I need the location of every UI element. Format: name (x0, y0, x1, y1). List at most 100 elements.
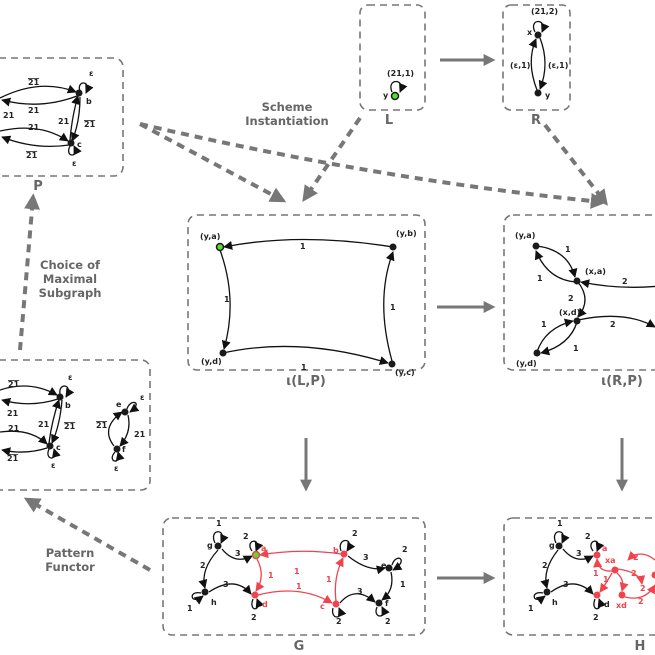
edge (259, 549, 342, 559)
label: Choice of (40, 258, 101, 272)
label: 3 (235, 549, 241, 558)
label: h (552, 598, 558, 607)
label: 1 (300, 242, 306, 251)
node-e (121, 408, 129, 416)
edge (47, 448, 61, 459)
label: 3 (363, 553, 369, 562)
label: c (320, 602, 325, 611)
edge (70, 96, 81, 142)
label: ε (68, 373, 72, 382)
node-yb (389, 243, 397, 251)
node-b (56, 393, 64, 401)
node-c (332, 600, 340, 608)
label: (y,b) (396, 229, 417, 238)
edge (126, 401, 140, 413)
label: c (77, 140, 82, 149)
edge (1, 447, 48, 457)
label: 1 (400, 580, 406, 589)
label: f (122, 445, 126, 454)
label: Subgraph (39, 286, 102, 300)
edge (208, 583, 252, 595)
label: 1 (326, 575, 332, 584)
label: 3 (563, 580, 569, 589)
panel-frame (0, 359, 151, 491)
dashed-arrow-p-to-ilp (139, 122, 287, 203)
caption-l: L (385, 113, 393, 128)
label: (x,a) (585, 267, 606, 276)
label: b (333, 546, 339, 555)
edge (339, 593, 376, 604)
node-c (46, 442, 54, 450)
panel-frame (162, 517, 426, 636)
label: Functor (45, 560, 95, 574)
edge (334, 557, 344, 602)
caption-h: H (635, 639, 646, 654)
edge (390, 80, 408, 93)
edge (540, 321, 578, 356)
label: d (604, 600, 610, 609)
edge (223, 238, 394, 250)
label: y (545, 91, 551, 100)
node-y-highlighted (390, 91, 400, 101)
label: 2 (200, 561, 206, 570)
label: 2 (336, 617, 342, 626)
node-e (385, 564, 393, 572)
label: 2 (633, 553, 639, 562)
label: 1 (565, 245, 571, 254)
caption-r: R (531, 113, 541, 128)
edge (48, 399, 61, 444)
label: 21 (26, 151, 38, 160)
label: 21 (8, 380, 20, 389)
node-a (593, 551, 601, 559)
node-f (375, 599, 383, 607)
edge (198, 549, 219, 589)
label: 21 (7, 409, 19, 418)
edge (0, 84, 77, 99)
label: ε (72, 159, 76, 168)
edge (590, 540, 605, 552)
node-ya (532, 242, 540, 250)
edge (616, 572, 629, 592)
label: 21 (28, 106, 40, 115)
edge (1, 135, 70, 147)
label: 21 (96, 421, 108, 430)
edge (538, 37, 548, 90)
node-g (555, 542, 563, 550)
edge (221, 548, 253, 564)
node-f (113, 445, 121, 453)
edge (111, 451, 125, 462)
label: 2 (568, 294, 574, 303)
edge (0, 385, 58, 396)
edge (534, 250, 577, 283)
label: ε (51, 461, 55, 470)
label: g (549, 541, 555, 550)
label: 3 (576, 549, 582, 558)
label: 21 (8, 424, 20, 433)
label: 21 (58, 117, 70, 126)
label: 1 (573, 344, 579, 353)
label: (x,d) (559, 308, 580, 317)
panel-g: G g a b e h d c f 1 (162, 517, 426, 654)
label: Maximal (43, 272, 97, 286)
node-y (534, 89, 542, 97)
label: 1 (541, 320, 547, 329)
label: e (381, 561, 387, 570)
edge (577, 281, 587, 318)
caption-iota-r-p: ι(R,P) (601, 374, 643, 389)
label: d (262, 600, 268, 609)
edge (533, 592, 546, 605)
label: e (116, 400, 122, 409)
edge (1, 95, 78, 107)
edge (627, 550, 655, 561)
panel-frame (503, 214, 655, 371)
label: 2 (402, 545, 408, 554)
label: (21,2) (531, 7, 558, 16)
edge (251, 598, 265, 610)
node-yc (388, 360, 396, 368)
caption-g: G (294, 639, 305, 654)
edge (532, 20, 550, 33)
label: 2 (610, 320, 616, 329)
label: 1 (301, 363, 307, 372)
